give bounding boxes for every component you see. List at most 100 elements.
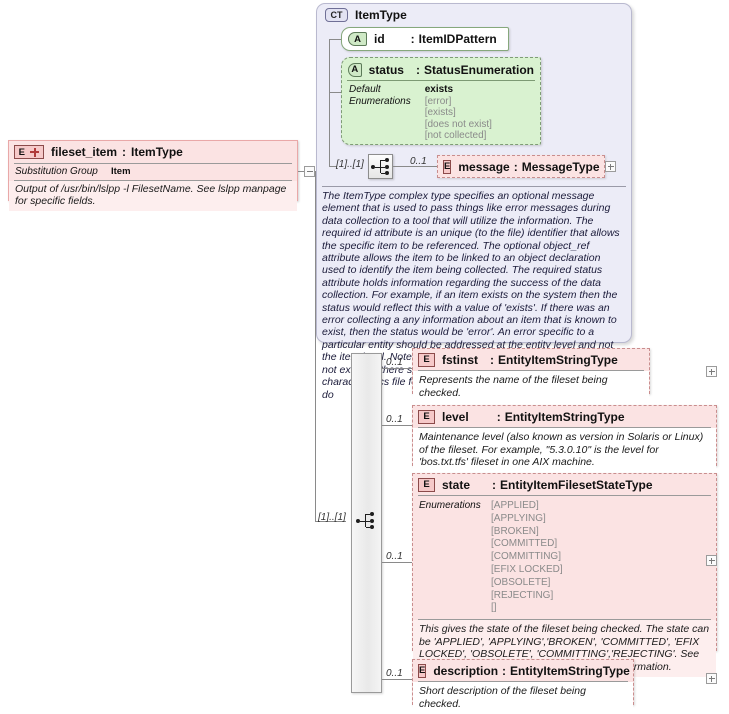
divider <box>347 80 535 81</box>
root-element-fileset-item[interactable]: E fileset_item : ItemType Substitution G… <box>8 140 298 211</box>
root-element-name: fileset_item <box>51 145 118 159</box>
enum-value: [] <box>491 602 497 614</box>
element-state[interactable]: E state : EntityItemFilesetStateType Enu… <box>412 473 717 678</box>
substitution-group-label: Substitution Group <box>15 166 98 177</box>
element-description-documentation: Short description of the fileset being c… <box>419 685 586 710</box>
element-description-header: E description : EntityItemStringType <box>413 660 633 681</box>
complextype-name: ItemType <box>355 8 407 22</box>
seq-line <box>360 520 365 522</box>
enum-value: [does not exist] <box>424 118 492 130</box>
root-element-facets: Substitution Group Item <box>9 164 297 180</box>
inner-sequence-cardinality: [1]..[1] <box>336 159 364 170</box>
attribute-status[interactable]: A status : StatusEnumeration Default Enu… <box>341 57 541 145</box>
seq-dot <box>370 512 374 516</box>
divider <box>418 619 711 621</box>
element-level-documentation: Maintenance level (also known as version… <box>419 431 704 468</box>
default-facet-label: Default <box>349 84 381 95</box>
connector-line <box>329 39 341 40</box>
attribute-badge-icon: A <box>348 62 362 77</box>
divider <box>14 163 292 164</box>
element-state-expand-toggle[interactable] <box>706 555 717 566</box>
attribute-id-name: id <box>374 32 385 46</box>
element-state-separator: : <box>492 477 497 492</box>
seq-line <box>375 166 380 168</box>
seq-dot <box>370 518 374 523</box>
element-badge-icon: E <box>443 159 452 174</box>
attribute-id-type: ItemIDPattern <box>418 32 497 46</box>
root-element-documentation-area: Output of /usr/bin/lslpp -l FilesetName.… <box>9 180 297 211</box>
enumerations-facet-label: Enumerations <box>419 500 481 511</box>
seq-dot <box>371 165 375 169</box>
element-fstinst-expand-toggle[interactable] <box>706 366 717 377</box>
divider <box>418 495 711 496</box>
element-message-name: message <box>458 159 510 174</box>
connector-line <box>315 171 316 521</box>
attribute-status-separator: : <box>415 62 420 77</box>
element-fstinst-name: fstinst <box>442 352 478 367</box>
attribute-status-facets: Default Enumerations exists [error] [exi… <box>342 81 540 145</box>
seq-line <box>380 160 381 173</box>
element-description-expand-toggle[interactable] <box>706 673 717 684</box>
element-state-name: state <box>442 477 471 492</box>
state-cardinality: 0..1 <box>386 551 403 562</box>
element-description-type: EntityItemStringType <box>510 663 630 678</box>
seq-dot <box>370 525 374 529</box>
element-level-header: E level : EntityItemStringType <box>413 406 716 427</box>
seq-line <box>366 527 370 528</box>
element-message-expand-toggle[interactable] <box>605 161 616 172</box>
element-fstinst[interactable]: E fstinst : EntityItemStringType Represe… <box>412 348 650 403</box>
enum-value: [OBSOLETE] <box>491 576 551 588</box>
enum-value: [EFIX LOCKED] <box>491 563 563 575</box>
element-description-documentation-area: Short description of the fileset being c… <box>413 682 633 714</box>
enum-value: [REJECTING] <box>491 589 554 601</box>
connector-line <box>329 92 341 93</box>
attribute-badge-icon: A <box>348 32 367 46</box>
outer-sequence-cardinality: [1]..[1] <box>318 512 346 523</box>
attribute-status-name: status <box>368 62 404 77</box>
seq-line <box>365 514 366 527</box>
enum-value: [error] <box>424 95 452 107</box>
seq-line <box>366 520 370 522</box>
connector-line <box>329 166 337 167</box>
element-message-header: E message : MessageType <box>438 156 604 177</box>
model-group-bar <box>351 353 382 693</box>
sequence-compositor-icon-inner[interactable] <box>368 154 393 179</box>
element-level-name: level <box>442 409 469 424</box>
root-collapse-toggle[interactable] <box>304 166 315 177</box>
enum-value: [COMMITTING] <box>491 551 561 563</box>
element-level-documentation-area: Maintenance level (also known as version… <box>413 428 716 473</box>
element-level-type: EntityItemStringType <box>504 409 625 424</box>
element-description[interactable]: E description : EntityItemStringType Sho… <box>412 659 634 714</box>
element-badge-letter: E <box>18 146 25 158</box>
divider <box>418 681 628 682</box>
element-message[interactable]: E message : MessageType <box>437 155 605 178</box>
element-plus-badge-icon: E <box>14 145 44 159</box>
sequence-compositor-icon-outer[interactable] <box>354 509 379 534</box>
seq-line <box>381 173 385 174</box>
element-message-separator: : <box>513 159 518 174</box>
divider <box>14 179 292 181</box>
root-element-separator: : <box>122 145 127 159</box>
attribute-status-type: StatusEnumeration <box>423 62 534 77</box>
element-level-separator: : <box>496 409 501 424</box>
enumerations-facet-label: Enumerations <box>349 95 411 107</box>
element-level[interactable]: E level : EntityItemStringType Maintenan… <box>412 405 717 473</box>
element-state-type: EntityItemFilesetStateType <box>500 477 653 492</box>
enum-value: [APPLIED] <box>491 500 539 511</box>
attribute-id[interactable]: A id : ItemIDPattern <box>341 27 509 51</box>
connector-line <box>315 521 346 522</box>
element-badge-icon: E <box>418 409 435 424</box>
element-badge-icon: E <box>418 352 435 367</box>
attribute-status-header: A status : StatusEnumeration <box>342 58 540 80</box>
connector-line <box>298 171 304 172</box>
enum-value: [COMMITTED] <box>491 538 558 550</box>
attribute-id-header: A id : ItemIDPattern <box>342 28 508 50</box>
seq-dot <box>385 171 389 175</box>
element-fstinst-header: E fstinst : EntityItemStringType <box>413 349 649 370</box>
plus-icon <box>30 147 40 157</box>
connector-line <box>382 368 412 369</box>
element-fstinst-documentation: Represents the name of the fileset being… <box>419 374 608 399</box>
divider <box>418 370 644 371</box>
enum-value: [BROKEN] <box>491 525 539 537</box>
message-cardinality: 0..1 <box>410 156 427 167</box>
